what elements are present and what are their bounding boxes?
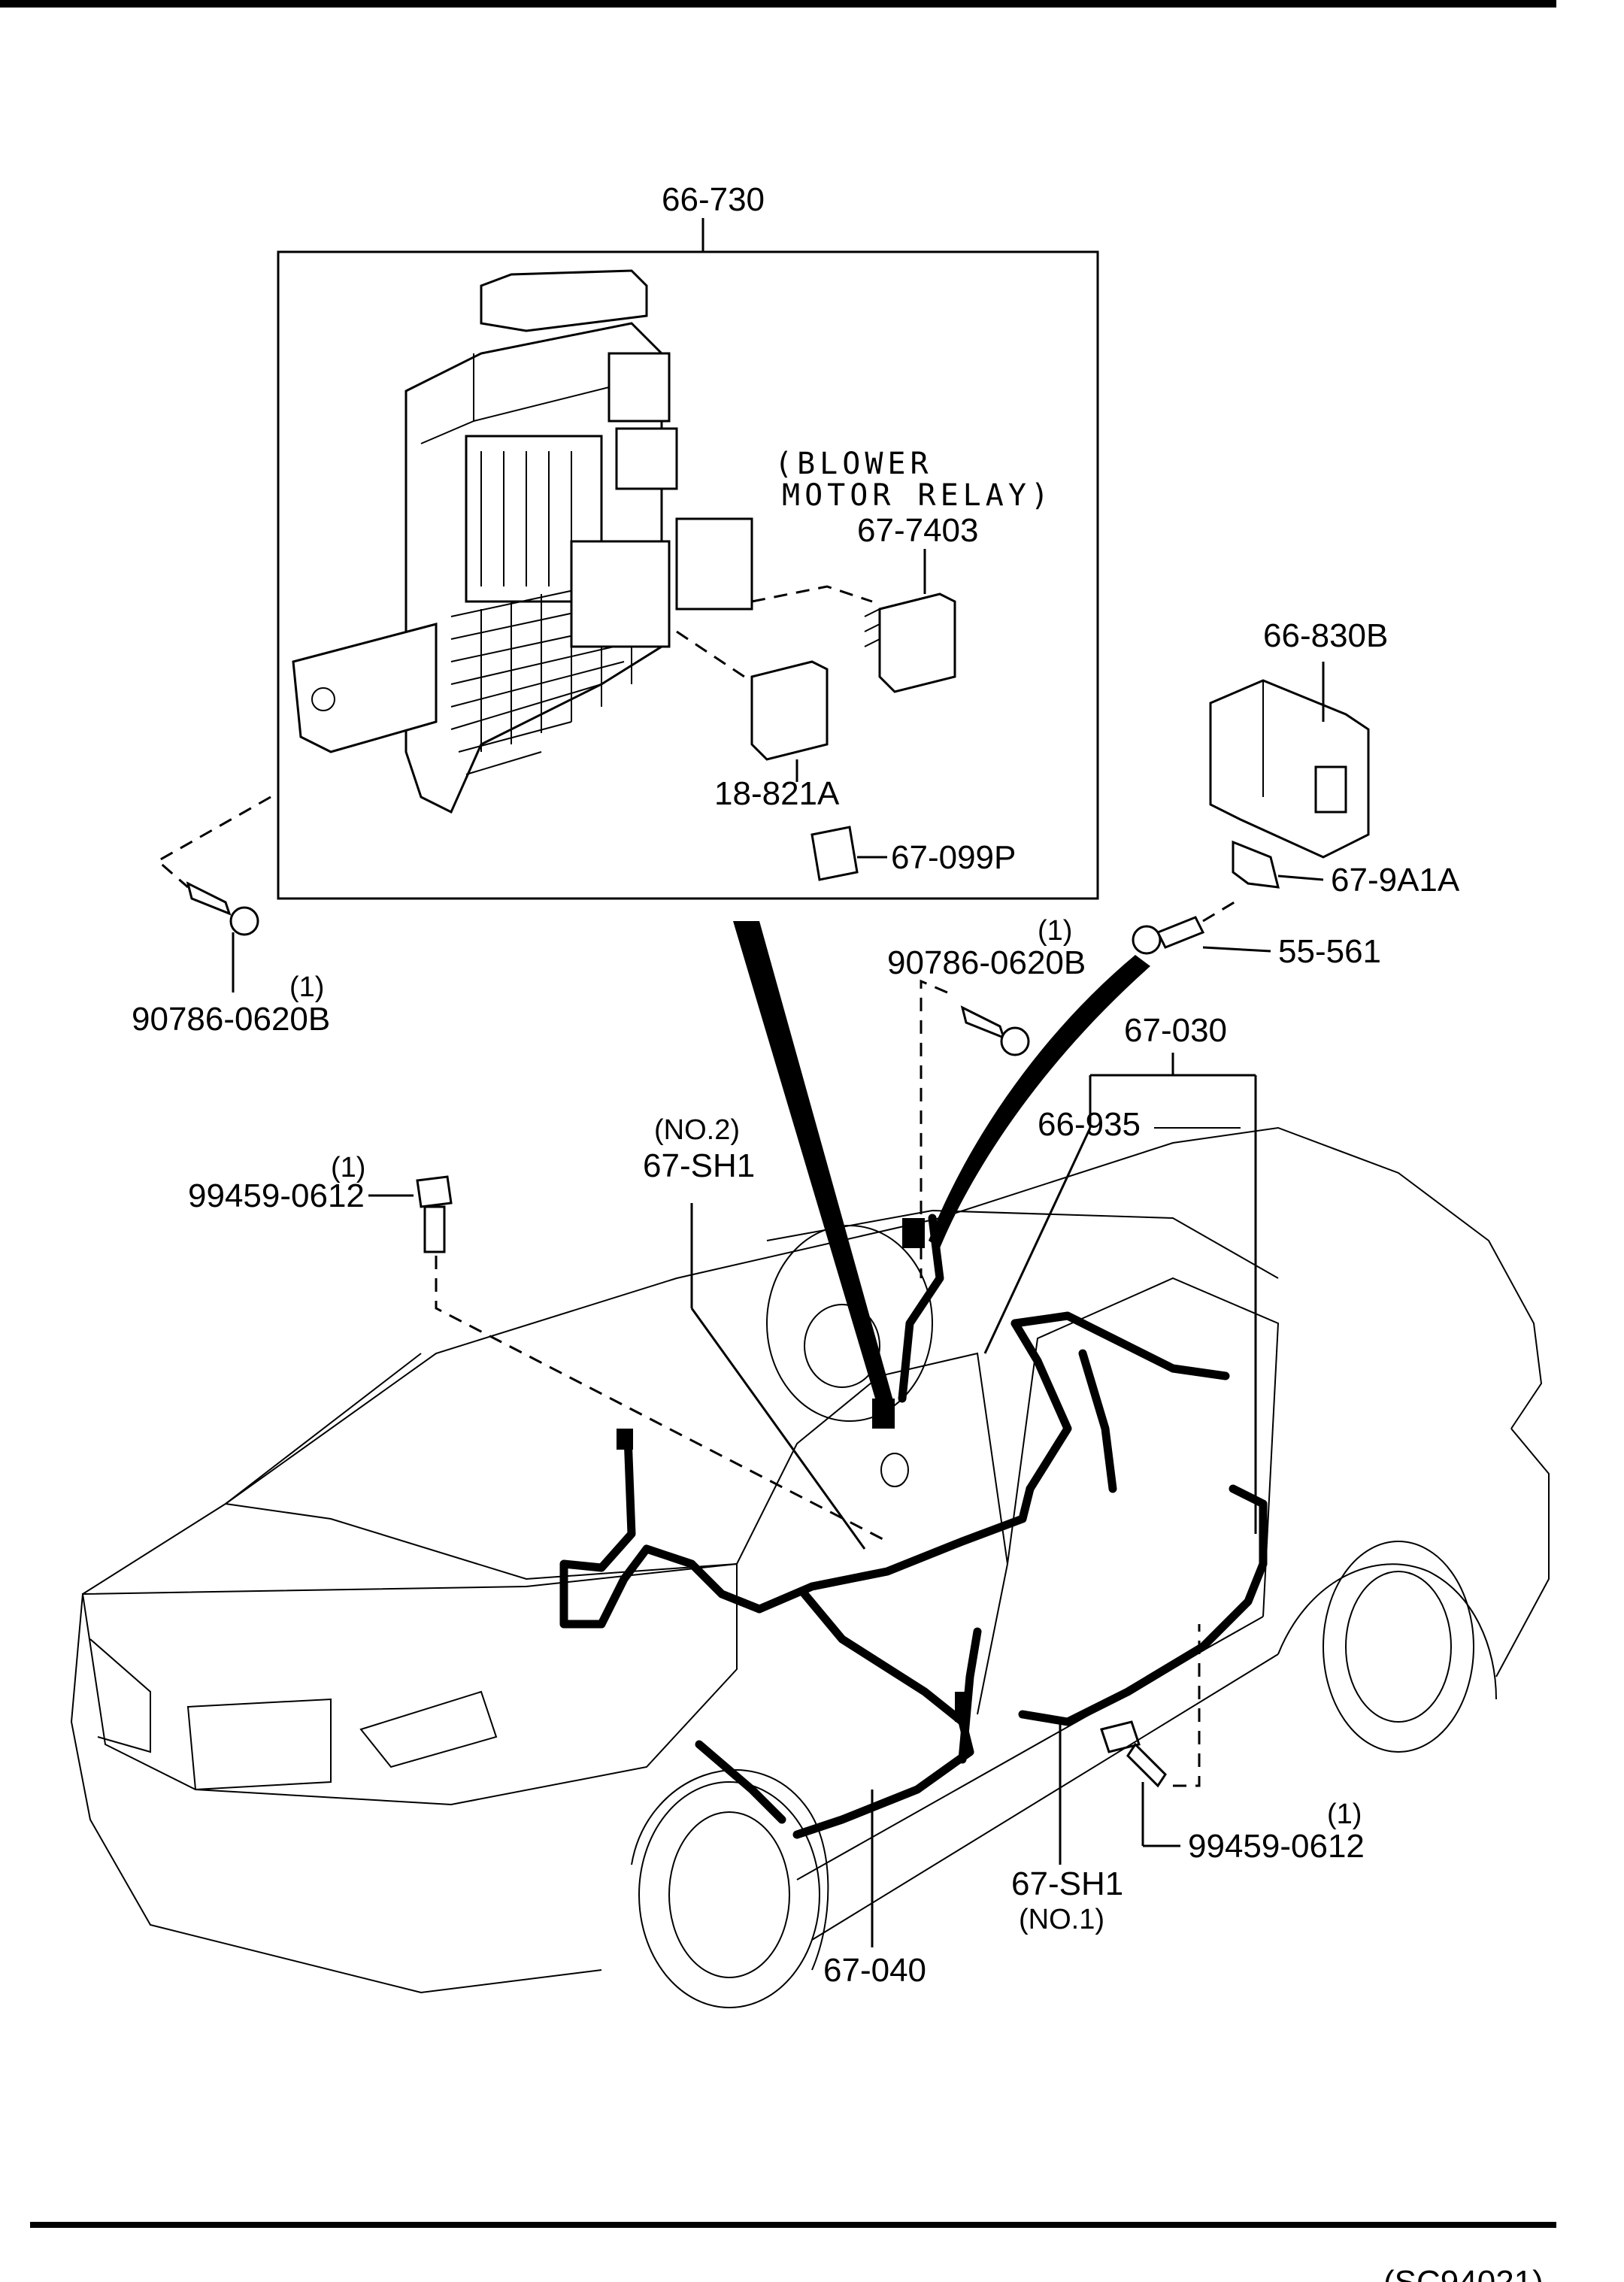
car-leaders (690, 1053, 1257, 1947)
label-part-099p: 67-099P (891, 839, 1016, 876)
module-66-830b (1209, 662, 1370, 889)
label-harness-040: 67-040 (823, 1952, 926, 1989)
label-blower-relay: 67-7403 (857, 512, 978, 549)
car-body (70, 1126, 1550, 2008)
pointer-wedge-right (929, 955, 1150, 1248)
screw-upper (368, 1175, 888, 1543)
label-harness-main: 67-030 (1124, 1012, 1227, 1049)
label-blower-2: MOTOR RELAY) (782, 478, 1053, 513)
fuse-box-inset (277, 218, 1099, 900)
label-shield-sh1-bottom: 67-SH1 (1011, 1865, 1123, 1902)
bolt-mid (920, 979, 1030, 1278)
label-bracket: 67-9A1A (1331, 862, 1460, 899)
label-bolt-mid-qty: (1) (1038, 915, 1072, 947)
label-shield-no2: (NO.2) (654, 1114, 740, 1146)
label-module: 66-830B (1263, 617, 1388, 654)
label-fuse-box: 66-730 (662, 181, 765, 218)
label-shield-sh1-top: 67-SH1 (643, 1147, 755, 1184)
bolt-55-561 (1132, 897, 1271, 955)
label-screw-upper: 99459-0612 (188, 1177, 365, 1214)
bottom-rule (30, 2222, 1556, 2228)
label-bolt-55: 55-561 (1278, 933, 1381, 970)
pointer-wedge-left (733, 921, 895, 1414)
label-bolt-left-qty: (1) (289, 971, 324, 1003)
label-bolt-mid: 90786-0620B (887, 944, 1086, 981)
label-relay-18: 18-821A (714, 775, 840, 812)
label-screw-upper-qty: (1) (331, 1152, 365, 1183)
footer-code: (SC94021) (1383, 2264, 1544, 2282)
label-shield-no1: (NO.1) (1019, 1904, 1104, 1935)
label-screw-lower: 99459-0612 (1188, 1828, 1365, 1865)
label-screw-lower-qty: (1) (1327, 1799, 1362, 1830)
label-harness-935: 66-935 (1038, 1106, 1141, 1143)
bolt-left (156, 796, 271, 993)
top-rule (0, 0, 1556, 8)
label-blower-1: (BLOWER (774, 447, 933, 481)
label-bolt-left: 90786-0620B (132, 1001, 330, 1038)
harness-paths (559, 1214, 1268, 1839)
